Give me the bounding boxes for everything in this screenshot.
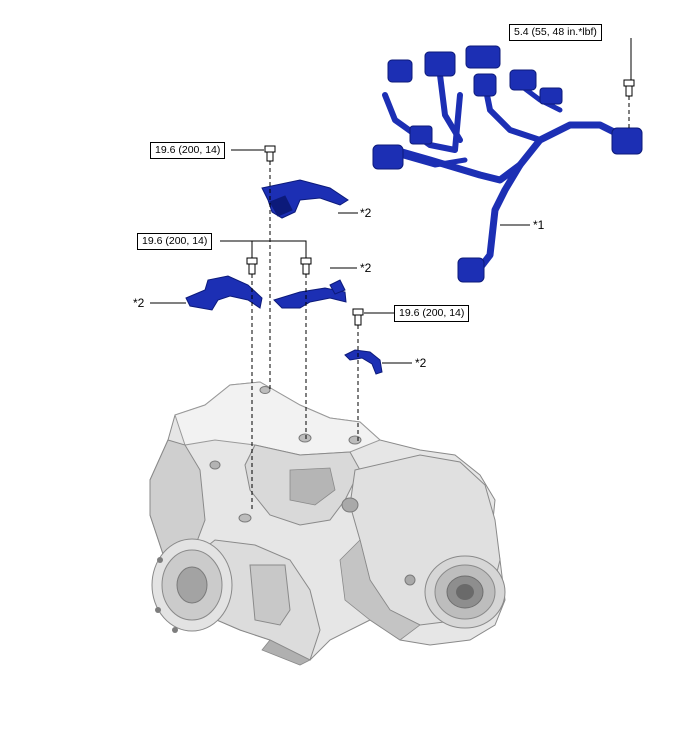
bracket-upper (261, 179, 349, 219)
harness-connectors (372, 45, 643, 283)
bracket-middle-right (273, 279, 347, 309)
torque-label-upper-bracket-bolt: 19.6 (200, 14) (150, 142, 226, 159)
alignment-lines (251, 96, 630, 512)
callout-wire-harness: *1 (533, 218, 545, 232)
connector-7 (611, 127, 643, 155)
connector-6 (539, 87, 563, 105)
input-flange-left (151, 538, 233, 633)
connector-5 (509, 69, 537, 91)
harness-branch-3 (482, 82, 543, 143)
harness-lower-leg (476, 161, 524, 272)
wire-harness (382, 72, 634, 272)
callout-bracket-upper: *2 (360, 206, 372, 220)
bolt-middle-left-icon (246, 257, 258, 275)
housing-mount-bracket (249, 564, 291, 626)
torque-label-lower-bracket-bolt: 19.6 (200, 14) (394, 305, 470, 322)
connector-2 (424, 51, 456, 77)
bolt-middle-right-icon (300, 257, 312, 275)
bracket-lower (344, 349, 383, 375)
housing-bottom-plate (261, 639, 311, 666)
bracket-middle-left (185, 275, 263, 311)
housing-top-casting (174, 381, 381, 456)
bolt-icons (246, 145, 364, 326)
callout-bracket-lower: *2 (415, 356, 427, 370)
harness-bolt-icon (623, 79, 635, 97)
bolt-upper-icon (264, 145, 276, 162)
connector-10 (409, 125, 433, 145)
torque-label-middle-bracket-bolts: 19.6 (200, 14) (137, 233, 213, 250)
torque-label-harness-bolt: 5.4 (55, 48 in.*lbf) (509, 24, 602, 41)
callout-bracket-middle-left: *2 (133, 296, 145, 310)
harness-branch-2 (437, 72, 463, 143)
connector-9 (457, 257, 485, 283)
harness-left-lead (397, 152, 468, 168)
housing-bolt-bosses (209, 386, 416, 586)
leader-lines (150, 38, 632, 364)
connector-4 (473, 73, 497, 97)
callout-bracket-middle-right: *2 (360, 261, 372, 275)
transaxle-housing (149, 381, 506, 666)
connector-3 (465, 45, 501, 69)
connector-1 (387, 59, 413, 83)
housing-rib-shadow (289, 467, 336, 506)
housing-right-case-shadow (339, 539, 421, 641)
output-flange-right (424, 555, 506, 629)
bolt-lower-icon (352, 308, 364, 326)
connector-8 (372, 144, 404, 170)
